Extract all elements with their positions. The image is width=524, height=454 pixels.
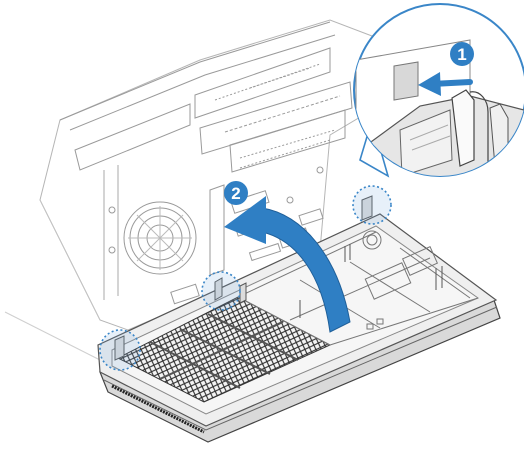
latch-highlight-bottom [99, 329, 141, 371]
step-1-badge: 1 [450, 42, 474, 66]
numbered-circle-icon [224, 181, 248, 205]
step-1-number: 1 [457, 45, 466, 64]
latch-highlight-middle [201, 271, 241, 311]
latch-highlight-top [352, 185, 392, 225]
curved-arrow-icon [224, 196, 351, 333]
latch-slot [393, 61, 419, 101]
push-arrow-icon [418, 72, 473, 96]
numbered-circle-icon [450, 42, 474, 66]
step-2-badge: 2 [224, 181, 248, 205]
latch-highlights [99, 185, 392, 371]
step-2-number: 2 [231, 184, 240, 203]
detail-callout: 1 [353, 3, 524, 178]
front-bezel [97, 195, 501, 443]
